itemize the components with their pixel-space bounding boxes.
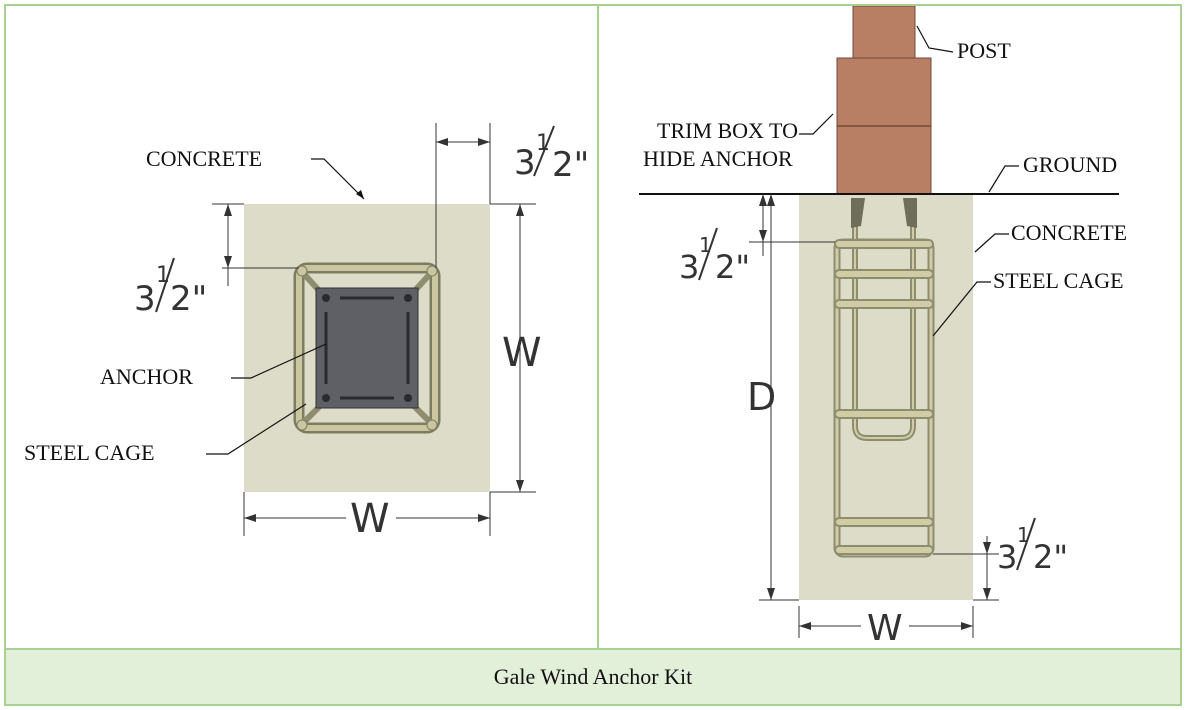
label-concrete: CONCRETE	[1011, 220, 1127, 245]
post	[852, 6, 916, 59]
elevation-view-cell: POST TRIM BOX TO HIDE ANCHOR GROUND CONC…	[599, 6, 1180, 648]
elevation-view-diagram: POST TRIM BOX TO HIDE ANCHOR GROUND CONC…	[639, 6, 1127, 648]
label-anchor: ANCHOR	[100, 364, 193, 389]
svg-text:3: 3	[997, 538, 1017, 576]
anchor-plate	[315, 287, 419, 409]
dim-width-bottom: W	[350, 496, 390, 542]
label-steel-cage: STEEL CAGE	[24, 440, 155, 465]
table-frame	[4, 4, 1182, 706]
dim-offset-top-right: 3 1 2"	[514, 125, 589, 185]
svg-text:3: 3	[134, 279, 156, 319]
dim-offset-left: 3 1 2"	[134, 257, 207, 319]
caption: Gale Wind Anchor Kit	[6, 648, 1180, 704]
svg-text:2": 2"	[170, 279, 207, 319]
svg-text:2": 2"	[715, 248, 750, 286]
dim-width-right: W	[502, 330, 542, 376]
concrete-footing	[799, 194, 973, 600]
dim-offset-bottom: 3 1 2"	[997, 517, 1068, 576]
plan-view-cell: CONCRETE ANCHOR STEEL CAGE 3 1 2" 3 1 2"…	[6, 6, 599, 648]
svg-text:1: 1	[536, 131, 550, 156]
label-steel-cage: STEEL CAGE	[993, 268, 1124, 293]
svg-text:1: 1	[699, 233, 712, 257]
label-concrete: CONCRETE	[146, 146, 262, 171]
plan-view-diagram: CONCRETE ANCHOR STEEL CAGE 3 1 2" 3 1 2"…	[24, 123, 589, 542]
svg-text:2": 2"	[1033, 538, 1068, 576]
label-post: POST	[957, 38, 1011, 63]
svg-text:1: 1	[1017, 523, 1030, 547]
cage-hoops	[834, 239, 934, 555]
label-trim-box-line1: TRIM BOX TO	[657, 118, 798, 143]
svg-text:3: 3	[514, 143, 536, 183]
dim-offset-top: 3 1 2"	[679, 227, 750, 286]
label-trim-box-line2: HIDE ANCHOR	[643, 146, 793, 171]
svg-text:2": 2"	[552, 145, 589, 185]
label-ground: GROUND	[1023, 152, 1117, 177]
dim-depth: D	[747, 375, 776, 419]
dim-width: W	[867, 608, 903, 648]
svg-text:3: 3	[679, 248, 699, 286]
